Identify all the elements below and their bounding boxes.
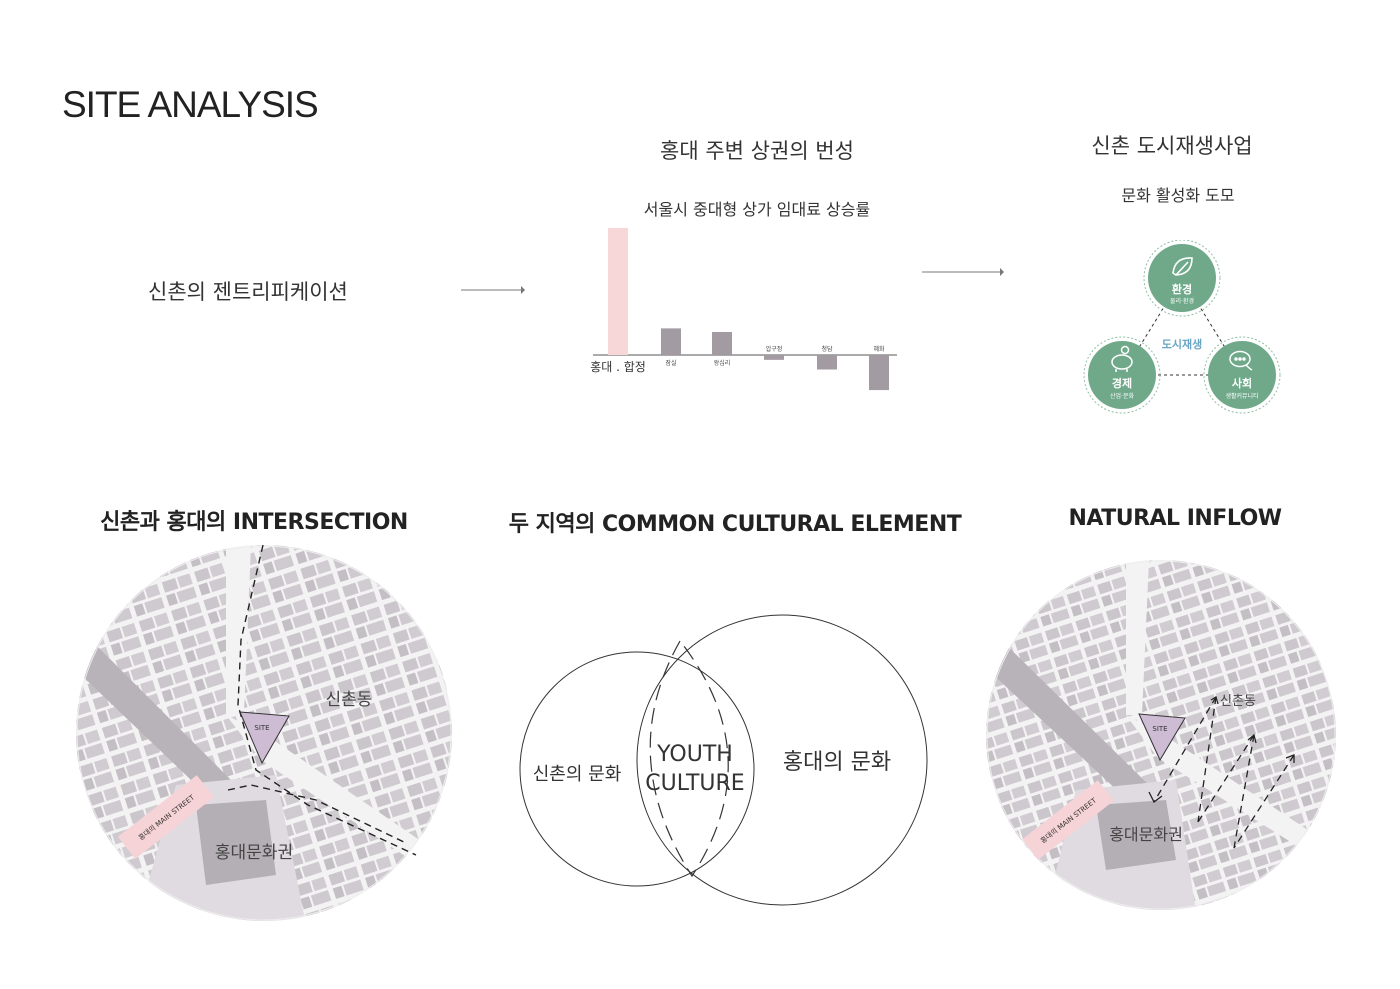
youth-label: YOUTH xyxy=(656,742,733,767)
regen-center-label: 도시재생 xyxy=(1162,337,1202,351)
sinchon-culture-circle xyxy=(519,651,755,887)
sinchon-area-label: 신촌동 xyxy=(1220,694,1256,709)
bar-2 xyxy=(712,332,732,355)
hongdae-commerce-title: 홍대 주변 상권의 번성 xyxy=(660,139,854,163)
category-label-2: 왕십리 xyxy=(714,359,731,367)
culture-label: CULTURE xyxy=(645,771,744,796)
category-label-4: 청담 xyxy=(821,346,833,353)
node-title: 사회 xyxy=(1232,376,1252,390)
natural-inflow-map: SITE 홍대의 MAIN STREET 신촌동 홍대문화권 xyxy=(986,560,1336,910)
intersection-title: 신촌과 홍대의 INTERSECTION xyxy=(100,510,408,535)
regen-subtitle: 문화 활성화 도모 xyxy=(1121,186,1235,205)
chart-title: 서울시 중대형 상가 임대료 상승률 xyxy=(643,200,871,219)
common-element-title: 두 지역의 COMMON CULTURAL ELEMENT xyxy=(508,512,962,537)
regen-title: 신촌 도시재생사업 xyxy=(1091,134,1253,158)
node-title: 경제 xyxy=(1112,376,1132,390)
bar-0 xyxy=(608,227,628,355)
site-marker xyxy=(239,711,290,765)
hongdae-culture-circle xyxy=(636,614,928,906)
leaf-icon xyxy=(1172,257,1193,276)
hongdae-culture-label: 홍대의 문화 xyxy=(783,750,891,775)
sinchon-area-label: 신촌동 xyxy=(326,690,373,710)
inflow-arrows xyxy=(1153,696,1295,849)
bar-5 xyxy=(869,355,889,391)
node-sub: 산업·문화 xyxy=(1110,392,1134,400)
intersection-map: SITE 홍대의 MAIN STREET 신촌동 홍대문화권 xyxy=(76,545,452,921)
hongdae-area-label: 홍대문화권 xyxy=(215,843,293,863)
node-title: 환경 xyxy=(1172,282,1192,296)
venn-diagram: 신촌의 문화 홍대의 문화 YOUTH CULTURE xyxy=(519,614,928,906)
regen-diagram: 환경 물리·환경 경제 산업·문화 사회 생활커뮤니티 도시재생 xyxy=(1083,240,1281,414)
category-label-3: 압구정 xyxy=(766,345,783,353)
node-environment: 환경 물리·환경 xyxy=(1143,240,1221,317)
site-label: SITE xyxy=(1152,725,1167,733)
bar-3 xyxy=(764,355,784,360)
hongdae-area-label: 홍대문화권 xyxy=(1109,825,1183,844)
node-sub: 생활커뮤니티 xyxy=(1225,392,1258,400)
page-title: SITE ANALYSIS xyxy=(62,84,319,125)
chat-bubbles-icon xyxy=(1229,350,1253,371)
node-sub: 물리·환경 xyxy=(1170,297,1194,305)
site-marker xyxy=(1138,713,1186,762)
arrowheads xyxy=(1148,696,1295,803)
youth-culture-lens xyxy=(649,639,729,878)
bar-1 xyxy=(661,328,681,355)
gentrification-label: 신촌의 젠트리피케이션 xyxy=(148,280,348,304)
sinchon-culture-label: 신촌의 문화 xyxy=(533,764,622,785)
category-label-0: 홍대 . 합정 xyxy=(590,360,646,374)
site-label: SITE xyxy=(254,724,269,732)
flow-arrow-1 xyxy=(461,286,525,294)
category-label-1: 잠실 xyxy=(665,359,676,367)
flow-arrow-2 xyxy=(922,268,1004,276)
category-label-5: 혜화 xyxy=(873,345,885,353)
node-society: 사회 생활커뮤니티 xyxy=(1203,336,1281,414)
node-economy: 경제 산업·문화 xyxy=(1083,336,1161,414)
bar-4 xyxy=(817,355,837,370)
piggy-bank-icon xyxy=(1111,345,1133,372)
rent-increase-chart: 홍대 . 합정 잠실 왕십리 압구정 청담 혜화 xyxy=(590,227,897,391)
natural-inflow-title: NATURAL INFLOW xyxy=(1068,506,1282,531)
